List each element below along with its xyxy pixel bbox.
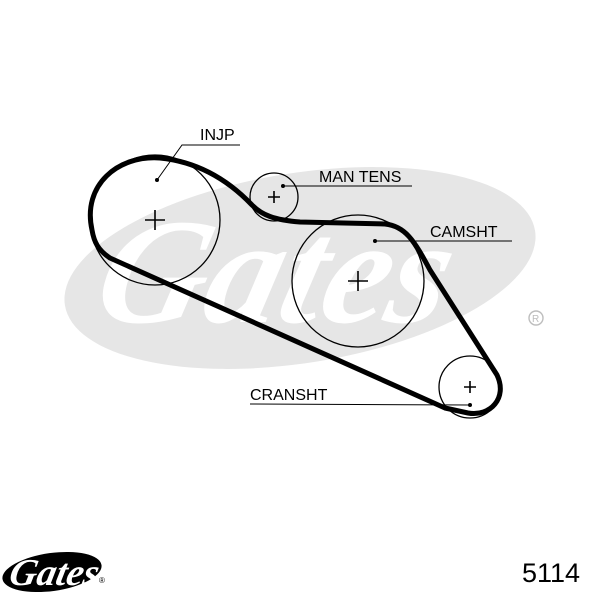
tensioner-centre xyxy=(268,191,280,203)
svg-text:R: R xyxy=(532,314,539,325)
svg-text:Gates: Gates xyxy=(6,552,103,594)
svg-text:Gates: Gates xyxy=(82,188,473,354)
camshaft-centre xyxy=(348,271,368,291)
cransht-leader xyxy=(249,403,471,406)
injp-leader xyxy=(156,144,240,181)
pulley-centres xyxy=(145,191,476,393)
tensioner-pulley xyxy=(249,172,299,222)
label-cransht: CRANSHT xyxy=(250,387,328,404)
injection-pump-centre xyxy=(145,210,165,230)
timing-belt xyxy=(87,155,503,417)
part-number: 5114 xyxy=(522,558,580,588)
leader-dots xyxy=(155,178,472,407)
gates-watermark: Gates R xyxy=(64,167,544,369)
label-man-tens: MAN TENS xyxy=(319,169,401,186)
registered-mark xyxy=(528,310,544,326)
svg-text:®: ® xyxy=(99,576,105,585)
label-camsht: CAMSHT xyxy=(430,224,498,241)
leader-lines xyxy=(156,144,512,406)
label-injp: INJP xyxy=(200,127,235,144)
crankshaft-centre xyxy=(464,381,476,393)
gates-logo: Gates ® xyxy=(2,551,105,594)
camshaft-pulley xyxy=(291,214,425,348)
